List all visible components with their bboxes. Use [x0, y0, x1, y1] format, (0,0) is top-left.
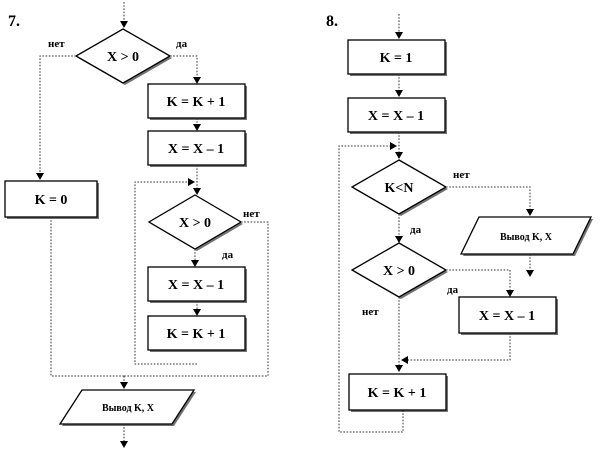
d8-x-dec2-box: [458, 296, 557, 334]
d8-loop-back-arrow: [390, 142, 397, 150]
d8-arrow-2: [395, 90, 403, 97]
d8-k-inc-text: K = K + 1: [368, 386, 427, 401]
d7-arrow-6: [120, 382, 128, 389]
d8-exit-arrow: [526, 270, 534, 277]
d8-output-text: Вывод K, X: [500, 232, 553, 243]
d8-loop-back-line: [338, 145, 404, 433]
d7-k-zero-box: [4, 180, 98, 218]
diagram-7: 7. X > 0 да нет K = K + 1 X = X – 1: [4, 2, 269, 448]
d7-cond-top-diamond: [74, 28, 172, 84]
d7-k-zero-merge-line: [50, 217, 124, 377]
d8-cond-kn-text: K<N: [385, 181, 414, 196]
d8-arrow-4: [395, 236, 403, 243]
d8-cond-x-yes: да: [447, 284, 459, 296]
d7-cond-loop-text: X > 0: [179, 216, 211, 231]
d7-no-arrow: [36, 173, 44, 180]
d7-cond-top-no: нет: [48, 38, 65, 50]
d7-arrow-2: [193, 124, 201, 131]
d8-merge-arrow: [401, 356, 408, 364]
d7-loop-k-inc-box: [147, 315, 246, 351]
d7-k-inc-text: K = K + 1: [167, 95, 226, 110]
d8-cond-x-no: нет: [362, 306, 379, 318]
d7-yes-arrow: [193, 77, 201, 84]
d7-loop-back-line: [134, 181, 197, 365]
d7-yes-line: [170, 55, 198, 82]
d7-no-line: [39, 55, 76, 178]
d7-cond-loop-yes: да: [222, 249, 234, 261]
d8-x-dec-text: X = X – 1: [368, 109, 424, 124]
diagram-8-number: 8.: [326, 13, 338, 30]
d8-x-dec-box: [347, 97, 446, 133]
diagram-7-number: 7.: [8, 13, 20, 30]
d7-output-box: [58, 389, 196, 425]
d7-cond-top-text: X > 0: [107, 50, 139, 65]
d8-entry-arrow: [395, 32, 403, 39]
diagram-8: 8. K = 1 X = X – 1 K<N нет да Вывод K, X: [326, 13, 593, 433]
d8-cond-kn-yes: да: [410, 224, 422, 236]
d8-yes-line: [446, 269, 511, 294]
d7-x-dec-box: [147, 130, 246, 166]
d8-k-one-text: K = 1: [380, 51, 413, 66]
d7-exit-arrow: [120, 441, 128, 448]
d7-arrow-5: [193, 309, 201, 316]
d7-loop-x-dec-box: [147, 266, 246, 302]
d7-entry-arrow: [120, 21, 128, 28]
d7-loop-x-dec-text: X = X – 1: [168, 278, 224, 293]
d8-no-arrow-down: [395, 365, 403, 372]
d7-k-inc-box: [147, 83, 246, 119]
d7-x-dec-text: X = X – 1: [168, 142, 224, 157]
d7-loop-exit-line: [124, 221, 269, 377]
d7-k-zero-text: K = 0: [35, 193, 68, 208]
d8-arrow-3: [395, 152, 403, 159]
d8-k-one-box: [347, 39, 446, 75]
d7-arrow-4: [191, 260, 199, 267]
d8-x-dec2-text: X = X – 1: [479, 309, 535, 324]
d8-no-line: [446, 186, 531, 214]
d8-no-arrow: [526, 209, 534, 216]
d8-cond-x-text: X > 0: [383, 264, 415, 279]
d7-output-text: Вывод K, X: [102, 403, 155, 414]
d8-yes-arrow: [506, 290, 514, 297]
d8-output-box: [459, 216, 593, 255]
d7-cond-loop-no: нет: [243, 208, 260, 220]
d8-cond-kn-no: нет: [453, 169, 470, 181]
d7-loop-k-inc-text: K = K + 1: [167, 327, 226, 342]
d7-loop-back-arrow: [188, 178, 195, 186]
d7-arrow-3: [193, 188, 201, 195]
d8-k-inc-box: [348, 373, 447, 411]
d8-merge-line: [403, 333, 511, 361]
d7-cond-top-yes: да: [176, 38, 188, 50]
